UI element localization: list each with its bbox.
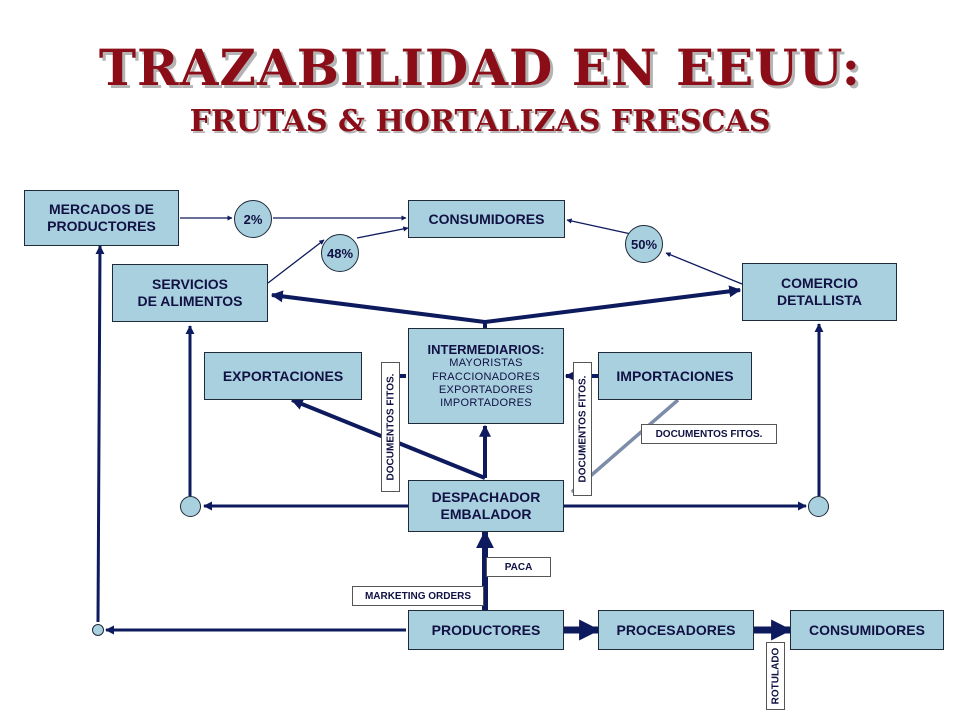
consumidores-bottom-box: CONSUMIDORES — [790, 610, 944, 650]
arrow-comercio-50pct — [665, 252, 743, 285]
documentos-fitos-mid-label: DOCUMENTOS FITOS. — [577, 375, 588, 483]
servicios-line2: DE ALIMENTOS — [137, 293, 243, 309]
arrow-intermediarios-servicios — [270, 290, 487, 328]
despachador-embalador-box: DESPACHADOR EMBALADOR — [408, 480, 564, 532]
importaciones-label: IMPORTACIONES — [616, 367, 734, 384]
marketing-orders-tag: MARKETING ORDERS — [352, 586, 484, 606]
left-junction-circle — [180, 496, 201, 517]
rotulado-label: ROTULADO — [770, 647, 781, 705]
arrow-servicios-48pct — [267, 239, 325, 284]
pct-2-circle: 2% — [234, 200, 272, 238]
servicios-line1: SERVICIOS — [152, 276, 228, 293]
mercados-line2: PRODUCTORES — [47, 218, 156, 234]
consumidores-top-box: CONSUMIDORES — [408, 200, 565, 238]
intermediarios-item: EXPORTADORES — [438, 383, 534, 396]
rotulado-tag: ROTULADO — [766, 642, 785, 710]
productores-box: PRODUCTORES — [408, 610, 564, 650]
documentos-fitos-mid-tag: DOCUMENTOS FITOS. — [573, 362, 592, 496]
intermediarios-item: IMPORTADORES — [440, 396, 532, 409]
documentos-fitos-right-tag: DOCUMENTOS FITOS. — [641, 424, 777, 444]
despachador-line1: DESPACHADOR — [431, 489, 541, 506]
exportaciones-label: EXPORTACIONES — [222, 367, 344, 384]
right-junction-circle — [808, 496, 829, 517]
documentos-fitos-left-label: DOCUMENTOS FITOS. — [385, 373, 396, 481]
pct-50-circle: 50% — [625, 225, 663, 263]
pct-48-circle: 48% — [321, 234, 359, 272]
comercio-line2: DETALLISTA — [776, 292, 863, 308]
arrow-50pct-consumidores — [566, 218, 632, 235]
arrow-intermediarios-comercio — [483, 285, 742, 328]
procesadores-box: PROCESADORES — [598, 610, 754, 650]
servicios-alimentos-box: SERVICIOS DE ALIMENTOS — [112, 264, 268, 322]
comercio-detallista-box: COMERCIO DETALLISTA — [742, 263, 897, 321]
documentos-fitos-left-tag: DOCUMENTOS FITOS. — [381, 362, 400, 492]
intermediarios-box: INTERMEDIARIOS: MAYORISTAS FRACCIONADORE… — [408, 328, 564, 424]
intermediarios-item: FRACCIONADORES — [431, 370, 541, 383]
slide-title: TRAZABILIDAD EN EEUU: — [98, 38, 862, 97]
comercio-line1: COMERCIO — [781, 275, 858, 292]
arrow-48pct-consumidores — [356, 226, 409, 239]
importaciones-box: IMPORTACIONES — [598, 352, 752, 400]
paca-tag: PACA — [486, 557, 551, 577]
arrow-small-junction-mercados — [95, 245, 105, 623]
consumidores-bottom-label: CONSUMIDORES — [809, 621, 925, 638]
procesadores-label: PROCESADORES — [616, 621, 736, 638]
despachador-line2: EMBALADOR — [440, 506, 532, 522]
intermediarios-head: INTERMEDIARIOS: — [427, 341, 545, 357]
slide-subtitle: FRUTAS & HORTALIZAS FRESCAS — [189, 104, 771, 139]
mercados-productores-box: MERCADOS DE PRODUCTORES — [24, 190, 179, 246]
mercados-line1: MERCADOS DE — [48, 201, 154, 218]
productores-label: PRODUCTORES — [431, 621, 541, 638]
exportaciones-box: EXPORTACIONES — [204, 352, 362, 400]
consumidores-top-label: CONSUMIDORES — [428, 210, 545, 227]
intermediarios-item: MAYORISTAS — [449, 357, 523, 370]
small-junction-circle — [92, 624, 104, 636]
